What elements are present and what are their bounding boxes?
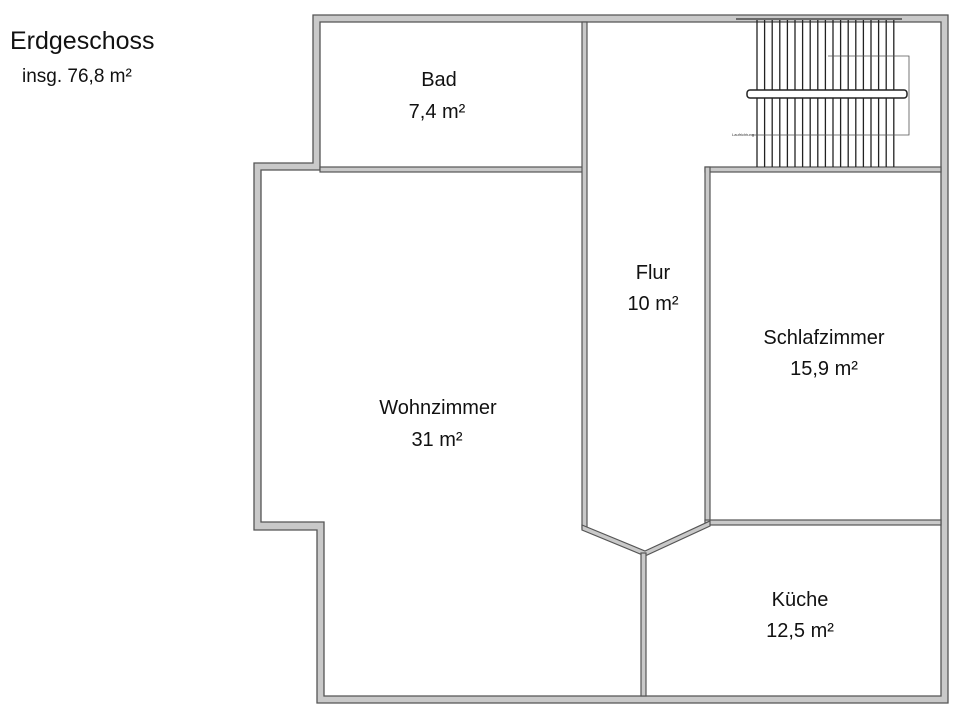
wall-wohn-kueche [640, 552, 647, 697]
room-wohnzimmer-area: 31 m² [411, 429, 462, 451]
room-kueche: Küche 12,5 m² [766, 589, 834, 642]
room-bad-name: Bad [421, 69, 457, 91]
wall-flur-left [581, 21, 588, 529]
wall-kueche-top [704, 519, 942, 526]
stair-direction-label: Laufrichtung [732, 132, 754, 137]
stair-handrail [746, 89, 908, 99]
room-wohnzimmer-name: Wohnzimmer [379, 397, 497, 419]
floor-title: Erdgeschoss [10, 27, 155, 55]
room-flur-name: Flur [636, 262, 671, 284]
wall-flur-right [704, 166, 711, 522]
room-flur: Flur 10 m² [627, 262, 678, 315]
room-schlafzimmer-name: Schlafzimmer [763, 327, 884, 349]
room-kueche-name: Küche [772, 589, 829, 611]
room-flur-area: 10 m² [627, 293, 678, 315]
exterior-wall [253, 14, 949, 704]
staircase: Laufrichtung [732, 18, 910, 167]
stair-direction-line [752, 55, 910, 136]
interior-walls [319, 21, 942, 697]
wall-bad-bottom [319, 166, 587, 173]
wall-flur-bottom-diagonal [581, 520, 711, 557]
room-kueche-area: 12,5 m² [766, 620, 834, 642]
room-bad-area: 7,4 m² [409, 101, 466, 123]
room-schlafzimmer-area: 15,9 m² [790, 358, 858, 380]
room-wohnzimmer: Wohnzimmer 31 m² [379, 397, 497, 451]
wall-stair-bottom [704, 166, 942, 173]
floor-total-area: insg. 76,8 m² [22, 66, 132, 87]
room-bad: Bad 7,4 m² [409, 69, 466, 123]
room-schlafzimmer: Schlafzimmer 15,9 m² [763, 327, 884, 380]
